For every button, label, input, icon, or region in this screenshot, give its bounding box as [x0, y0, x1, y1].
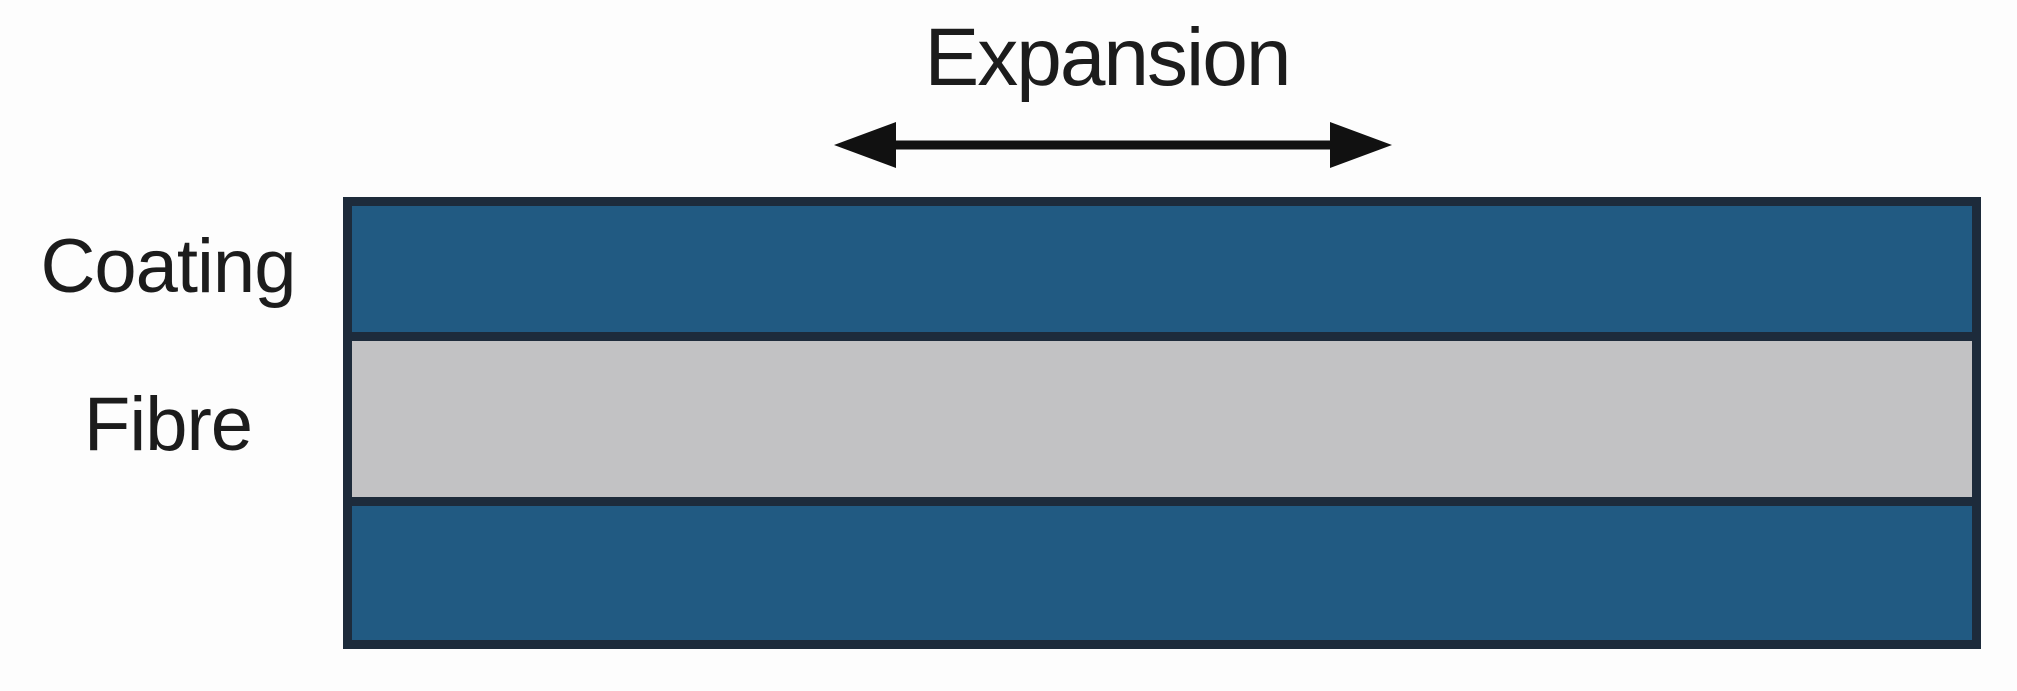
expansion-double-arrow-icon	[834, 122, 1392, 168]
coating-bottom-layer	[352, 506, 1972, 640]
fibre-layer	[352, 332, 1972, 506]
coating-top-layer	[352, 206, 1972, 332]
coating-label: Coating	[40, 224, 297, 309]
expansion-title: Expansion	[924, 12, 1292, 103]
layer-stack	[343, 197, 1981, 649]
fibre-label: Fibre	[83, 382, 253, 467]
